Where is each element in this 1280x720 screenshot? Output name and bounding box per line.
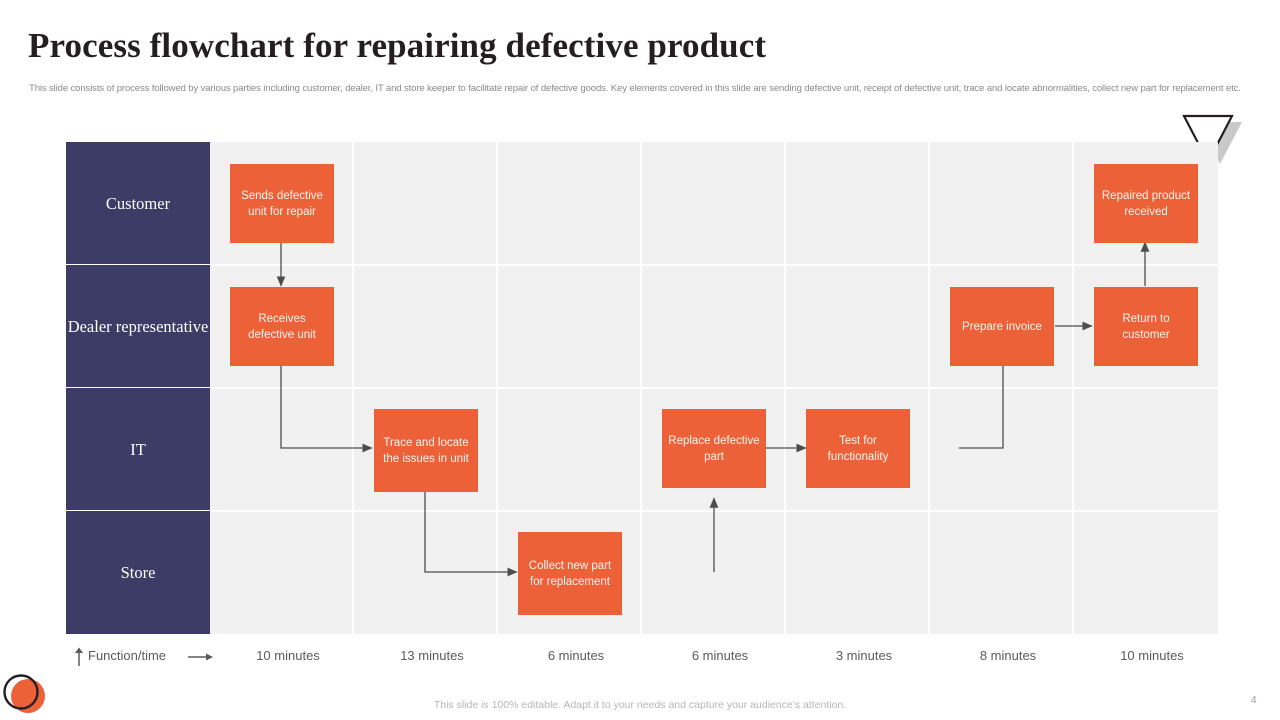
time-label-col-3: 6 minutes xyxy=(547,648,605,663)
process-box-replace-defective-part[interactable]: Replace defective part xyxy=(662,409,766,488)
swimlane-grid xyxy=(210,142,1218,634)
lane-header-column: Customer Dealer representative IT Store xyxy=(66,142,210,634)
process-box-trace-locate-issues[interactable]: Trace and locate the issues in unit xyxy=(374,409,478,492)
grid-row-divider xyxy=(210,387,1218,389)
time-label-col-4: 6 minutes xyxy=(691,648,749,663)
process-box-prepare-invoice-label: Prepare invoice xyxy=(962,320,1042,333)
process-box-return-to-customer[interactable]: Return to customer xyxy=(1094,287,1198,366)
grid-row-divider xyxy=(210,510,1218,512)
lane-header-store[interactable]: Store xyxy=(66,511,210,634)
lane-header-customer-label: Customer xyxy=(105,193,171,213)
page-number: 4 xyxy=(1251,695,1257,706)
process-box-receives-defective-unit[interactable]: Receives defective unit xyxy=(230,287,334,366)
time-label-col-5: 3 minutes xyxy=(835,648,893,663)
lane-header-dealer-representative[interactable]: Dealer representative xyxy=(66,265,210,388)
process-box-trace-locate-issues-label: Trace and locate the issues in unit xyxy=(383,436,469,465)
page-subtitle: This slide consists of process followed … xyxy=(29,83,1241,94)
process-box-collect-new-part-label: Collect new part for replacement xyxy=(528,559,612,588)
time-axis: Function/time 10 minutes 13 minutes 6 mi… xyxy=(66,644,1226,674)
time-label-col-7: 10 minutes xyxy=(1120,648,1184,663)
process-box-replace-defective-part-label: Replace defective part xyxy=(668,434,760,463)
page-title: Process flowchart for repairing defectiv… xyxy=(28,26,767,65)
grid-row-divider xyxy=(210,264,1218,266)
decorative-triangle xyxy=(1180,112,1246,168)
time-label-col-6: 8 minutes xyxy=(979,648,1037,663)
process-box-test-for-functionality[interactable]: Test for functionality xyxy=(806,409,910,488)
lane-header-it[interactable]: IT xyxy=(66,388,210,511)
time-label-col-2: 13 minutes xyxy=(400,648,464,663)
process-box-repaired-product-received-label: Repaired product received xyxy=(1101,189,1191,218)
process-box-sends-defective-unit-label: Sends defective unit for repair xyxy=(241,189,323,218)
lane-header-customer[interactable]: Customer xyxy=(66,142,210,265)
process-box-collect-new-part[interactable]: Collect new part for replacement xyxy=(518,532,622,615)
process-box-repaired-product-received[interactable]: Repaired product received xyxy=(1094,164,1198,243)
lane-header-dealer-representative-label: Dealer representative xyxy=(67,316,209,336)
lane-header-it-label: IT xyxy=(130,439,146,459)
time-label-col-1: 10 minutes xyxy=(256,648,320,663)
process-box-sends-defective-unit[interactable]: Sends defective unit for repair xyxy=(230,164,334,243)
lane-header-store-label: Store xyxy=(120,563,156,582)
brand-logo-icon xyxy=(3,674,45,713)
function-time-label: Function/time xyxy=(88,648,167,663)
process-box-receives-defective-unit-label: Receives defective unit xyxy=(248,312,316,341)
swimlane-flowchart: Customer Dealer representative IT Store xyxy=(66,142,1218,634)
axis-right-arrow-icon xyxy=(188,653,213,661)
process-box-prepare-invoice[interactable]: Prepare invoice xyxy=(950,287,1054,366)
axis-up-arrow-icon xyxy=(75,647,83,666)
process-box-test-for-functionality-label: Test for functionality xyxy=(827,434,889,463)
footer-note: This slide is 100% editable. Adapt it to… xyxy=(433,699,847,711)
process-box-return-to-customer-label: Return to customer xyxy=(1122,312,1170,341)
